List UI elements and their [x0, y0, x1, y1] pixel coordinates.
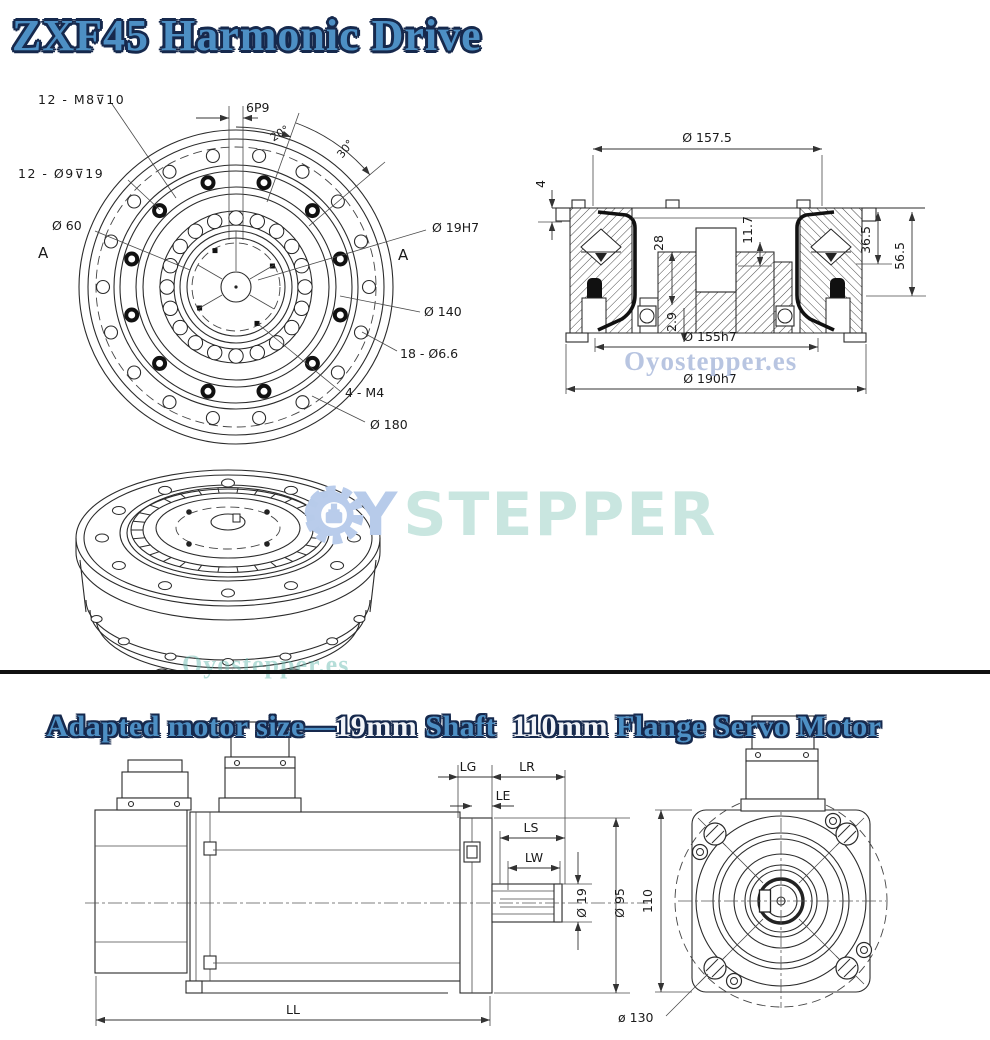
label-ls: LS	[524, 820, 539, 835]
harmonic-section-view: Ø 157.5 4 28 11.7 36.5 56.5 2.9 Ø 155h7	[533, 130, 926, 394]
subtitle-highlight: 110mm	[512, 710, 608, 743]
label-key-width: 6P9	[246, 100, 269, 115]
label-dia-130: ø 130	[618, 1010, 654, 1025]
label-dia-95: Ø 95	[612, 888, 627, 918]
label-dia-190h7: Ø 190h7	[683, 371, 737, 386]
subtitle-part: Flange Servo Motor	[607, 710, 882, 743]
motor-front-view: 110 ø 130	[618, 715, 888, 1025]
label-dim-4: 4	[533, 180, 548, 188]
label-section-a-left: A	[38, 244, 49, 262]
label-dim-56-5: 56.5	[892, 242, 907, 270]
label-hole-note: 18 - Ø6.6	[400, 346, 458, 361]
label-dia-157-5: Ø 157.5	[682, 130, 732, 145]
label-dia-140: Ø 140	[424, 304, 462, 319]
label-lw: LW	[525, 850, 543, 865]
label-ll: LL	[286, 1002, 300, 1017]
page-title: ZXF45 Harmonic Drive	[12, 11, 482, 60]
subtitle-highlight: 19mm	[335, 710, 418, 743]
label-dia-60: Ø 60	[52, 218, 82, 233]
label-dia-19h7: Ø 19H7	[432, 220, 479, 235]
section-divider	[0, 670, 990, 674]
subtitle: Adapted motor size—19mm Shaft 110mm Flan…	[16, 676, 882, 778]
label-angle-20: 20°	[268, 123, 291, 144]
label-thread-note: 12 - M8⊽10	[38, 92, 125, 107]
label-cbore-note: 12 - Ø9⊽19	[18, 166, 104, 181]
harmonic-isometric-view	[75, 469, 381, 672]
label-le: LE	[496, 788, 511, 803]
servo-motor-drawing: LG LR LE LS LW Ø 19 Ø 95 LL	[85, 715, 888, 1026]
subtitle-part: Adapted motor size—	[46, 710, 336, 743]
label-dim-110: 110	[640, 889, 655, 913]
label-tap-note: 4 - M4	[345, 385, 384, 400]
label-dia-155h7: Ø 155h7	[683, 329, 737, 344]
label-dim-2-9: 2.9	[664, 312, 679, 332]
subtitle-part: Shaft	[417, 710, 513, 743]
label-lr: LR	[519, 759, 535, 774]
harmonic-drive-drawing: 12 - M8⊽10 6P9 20° 30° 12 - Ø9⊽19 Ø 60 A…	[18, 92, 926, 672]
label-dia-180: Ø 180	[370, 417, 408, 432]
motor-side-view: LG LR LE LS LW Ø 19 Ø 95 LL	[85, 721, 648, 1026]
label-dia-19: Ø 19	[574, 888, 589, 918]
label-section-a-right: A	[398, 246, 409, 264]
label-dim-28: 28	[651, 235, 666, 251]
label-dim-36-5: 36.5	[858, 226, 873, 254]
label-lg: LG	[460, 759, 477, 774]
harmonic-front-view: 12 - M8⊽10 6P9 20° 30° 12 - Ø9⊽19 Ø 60 A…	[18, 92, 479, 445]
label-dim-11-7: 11.7	[740, 216, 755, 244]
